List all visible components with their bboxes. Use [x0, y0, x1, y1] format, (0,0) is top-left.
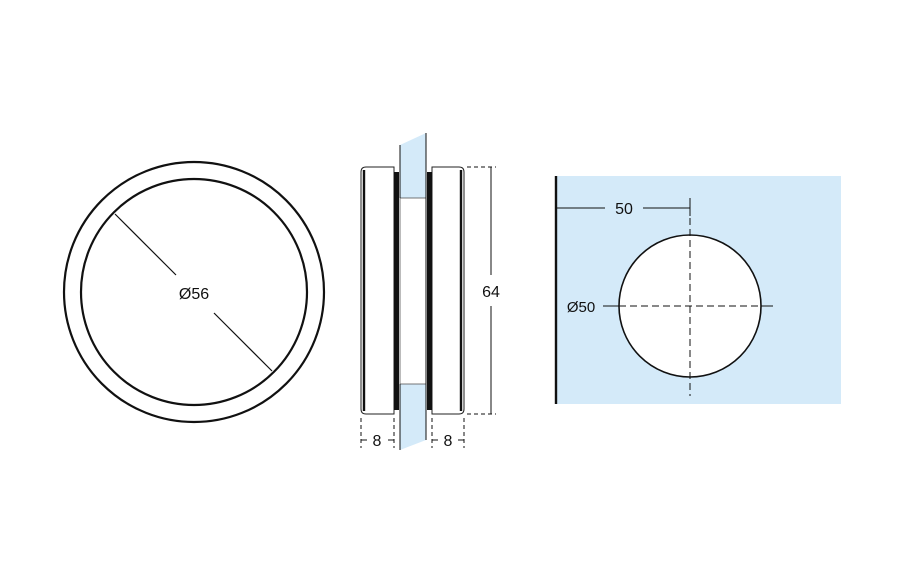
left-thickness-label: 8	[373, 433, 382, 450]
front-view	[62, 160, 326, 424]
inner-ring	[79, 177, 309, 407]
side-view	[360, 133, 496, 450]
right-thickness-label: 8	[444, 433, 453, 450]
left-knob	[360, 166, 395, 415]
spacer	[399, 197, 427, 385]
offset-label: 50	[615, 201, 633, 218]
glass-view	[554, 176, 841, 404]
front-diameter-label: Ø56	[179, 286, 209, 303]
height-label: 64	[482, 284, 500, 301]
diameter-line	[213, 312, 273, 372]
right-knob	[431, 166, 465, 415]
outer-ring	[62, 160, 326, 424]
diameter-line	[114, 213, 177, 276]
hole-diameter-label: Ø50	[567, 299, 595, 316]
